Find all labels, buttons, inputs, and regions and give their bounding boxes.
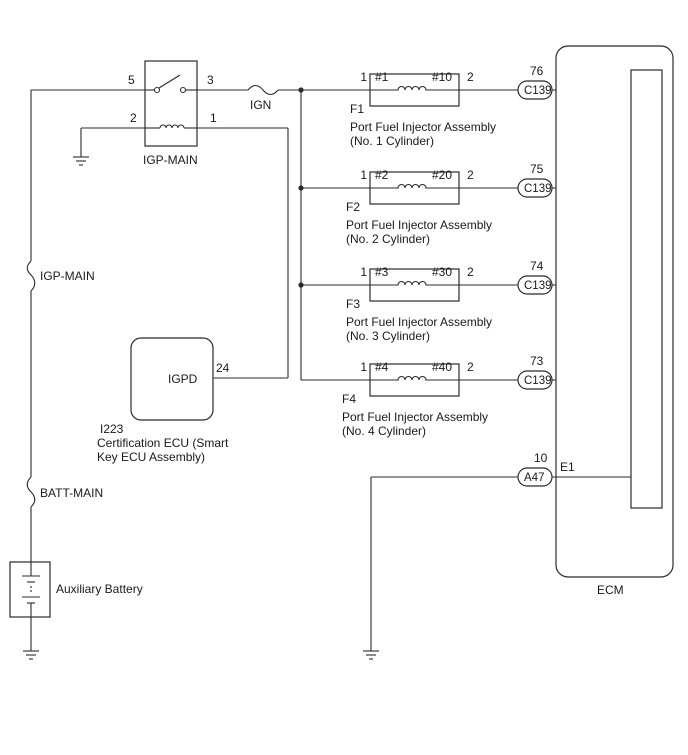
cert-ecu-name-line1: Certification ECU (Smart <box>97 436 229 450</box>
injector-3-pin-a: 1 <box>360 265 367 279</box>
injector-1-pin-b: 2 <box>467 70 474 84</box>
battery-label: Auxiliary Battery <box>56 582 143 596</box>
batt-main-fuse-label: BATT-MAIN <box>40 486 103 500</box>
injector-3-ecu-pin: 74 <box>530 259 544 273</box>
injector-1-pin-a: 1 <box>360 70 367 84</box>
injector-4-connector-code: C139 <box>524 375 552 387</box>
injector-3-connector <box>517 275 553 295</box>
ign-fuse: IGN <box>197 84 370 112</box>
injector-2-connector-code: C139 <box>524 183 552 195</box>
injector-3-terminal-b: #30 <box>432 265 452 279</box>
injector-1-ecu-pin: 76 <box>530 64 544 78</box>
main-feed-wire <box>30 89 145 651</box>
relay-ground-wire <box>80 127 145 157</box>
injector-4-name: Port Fuel Injector Assembly <box>342 410 488 424</box>
injector-2-name: Port Fuel Injector Assembly <box>346 218 492 232</box>
ecm-ground-connector-code: A47 <box>524 472 544 484</box>
injector-2-code: F2 <box>346 200 360 214</box>
injector-4-cylinder: (No. 4 Cylinder) <box>342 424 426 438</box>
relay-pin-3: 3 <box>207 73 214 87</box>
injector-1-terminal-a: #1 <box>375 70 389 84</box>
injector-4-pin-a: 1 <box>360 360 367 374</box>
injector-4-code: F4 <box>342 392 356 406</box>
relay-ground-icon <box>73 156 89 166</box>
igp-main-fuse: IGP-MAIN <box>26 260 95 292</box>
injector-2-terminal-b: #20 <box>432 168 452 182</box>
injector-1-code: F1 <box>350 102 364 116</box>
certification-ecu: IGPD 24 I223 Certification ECU (Smart Ke… <box>97 337 230 464</box>
injector-4-ecu-pin: 73 <box>530 354 544 368</box>
cert-ecu-terminal: IGPD <box>168 372 198 386</box>
injector-2-pin-b: 2 <box>467 168 474 182</box>
ecm-ground-icon <box>363 650 379 660</box>
cert-ecu-name-line2: Key ECU Assembly) <box>97 450 205 464</box>
injector-1-cylinder: (No. 1 Cylinder) <box>350 134 434 148</box>
injector-3-terminal-a: #3 <box>375 265 389 279</box>
ecm-ground-connector <box>517 467 553 487</box>
injector-1-connector-code: C139 <box>524 85 552 97</box>
injector-3-pin-b: 2 <box>467 265 474 279</box>
battery-ground-icon <box>23 650 39 660</box>
injector-1-connector <box>517 80 553 100</box>
igp-main-fuse-label: IGP-MAIN <box>40 269 95 283</box>
relay-pin-5: 5 <box>128 73 135 87</box>
injector-2-pin-a: 1 <box>360 168 367 182</box>
injector-1-coil-icon <box>370 85 459 91</box>
injector-4-coil-icon <box>370 375 459 381</box>
injector-4-terminal-a: #4 <box>375 360 389 374</box>
injector-4-connector <box>517 370 553 390</box>
ecm-ground-terminal: E1 <box>560 460 575 474</box>
ecm-ground-circuit: A47 10 E1 <box>370 451 631 651</box>
relay-label: IGP-MAIN <box>143 153 198 167</box>
injector-2-connector <box>517 178 553 198</box>
auxiliary-battery: Auxiliary Battery <box>9 561 143 618</box>
relay-coil-control-wire <box>197 127 289 379</box>
injector-3-coil-icon <box>370 280 459 286</box>
injector-3-connector-code: C139 <box>524 280 552 292</box>
igp-main-relay: 5 3 2 1 IGP-MAIN <box>128 60 217 167</box>
injector-power-bus <box>298 87 370 381</box>
injector-4-terminal-b: #40 <box>432 360 452 374</box>
batt-main-fuse: BATT-MAIN <box>26 476 103 508</box>
injector-4-pin-b: 2 <box>467 360 474 374</box>
ecm-label: ECM <box>597 583 624 597</box>
relay-pin-1: 1 <box>210 111 217 125</box>
cert-ecu-code: I223 <box>100 422 124 436</box>
injector-2-coil-icon <box>370 183 459 189</box>
ign-fuse-label: IGN <box>250 98 271 112</box>
ecm-ground-pin: 10 <box>534 451 548 465</box>
injector-2-terminal-a: #2 <box>375 168 389 182</box>
injector-3-code: F3 <box>346 297 360 311</box>
injector-3-name: Port Fuel Injector Assembly <box>346 315 492 329</box>
injector-3-cylinder: (No. 3 Cylinder) <box>346 329 430 343</box>
injector-1-terminal-b: #10 <box>432 70 452 84</box>
ecm-unit: ECM <box>555 45 674 597</box>
injector-1-name: Port Fuel Injector Assembly <box>350 120 496 134</box>
injector-2-ecu-pin: 75 <box>530 162 544 176</box>
cert-ecu-pin: 24 <box>216 361 230 375</box>
injector-2-cylinder: (No. 2 Cylinder) <box>346 232 430 246</box>
relay-pin-2: 2 <box>130 111 137 125</box>
